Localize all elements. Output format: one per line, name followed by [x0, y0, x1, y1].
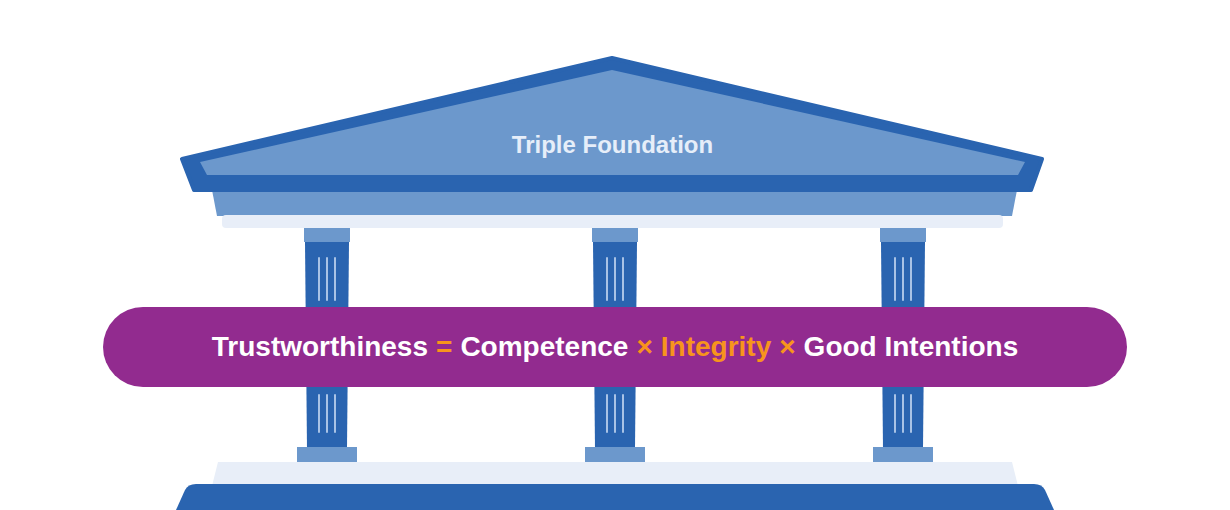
formula-term: =: [436, 330, 452, 364]
formula-term: Trustworthiness: [212, 330, 428, 364]
formula-term: ×: [779, 330, 795, 364]
pediment-shape: [180, 55, 1045, 195]
temple-base: [176, 484, 1054, 510]
column-capital: [304, 228, 350, 242]
pediment-fill: [200, 70, 1025, 175]
pediment-outline: [182, 58, 1042, 190]
column-capital: [592, 228, 638, 242]
formula-term: Competence: [460, 330, 628, 364]
formula-term: Good Intentions: [804, 330, 1019, 364]
stylobate-strip: [212, 462, 1018, 486]
column-capital: [880, 228, 926, 242]
formula-term: Integrity: [661, 330, 771, 364]
pediment-label: Triple Foundation: [180, 131, 1045, 159]
formula-term: ×: [636, 330, 652, 364]
column-base: [297, 447, 357, 462]
entablature-strip: [222, 215, 1003, 228]
formula-band: Trustworthiness=Competence×Integrity×Goo…: [103, 307, 1127, 387]
column-base: [585, 447, 645, 462]
entablature: [212, 190, 1017, 216]
column-base: [873, 447, 933, 462]
pediment-node: Triple Foundation: [180, 55, 1045, 195]
